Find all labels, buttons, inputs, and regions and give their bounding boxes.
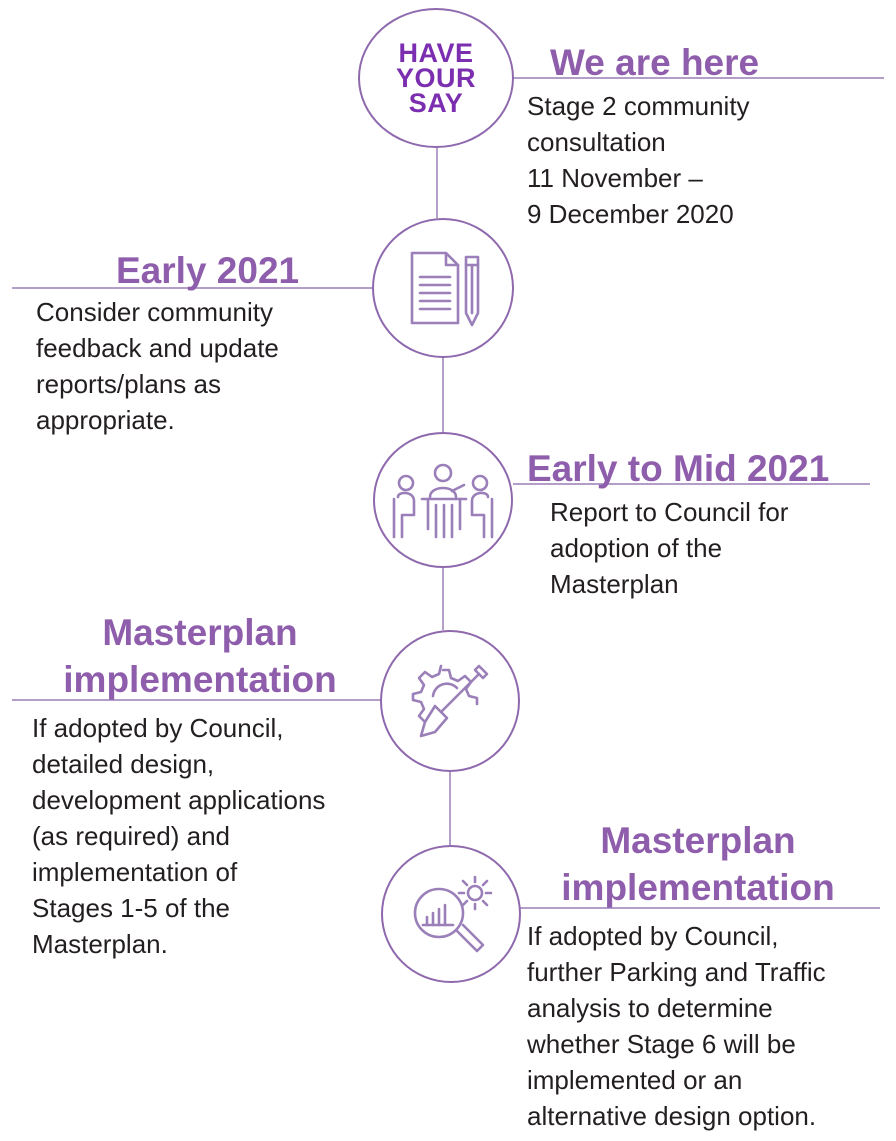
stage-3-line: Report to Council for xyxy=(550,497,789,527)
stage-5-description: If adopted by Council, further Parking a… xyxy=(527,918,826,1134)
analytics-magnifier-icon xyxy=(381,845,521,983)
meeting-table-icon xyxy=(373,432,513,568)
stage-1-description: Stage 2 community consultation 11 Novemb… xyxy=(527,88,750,232)
stage-3-heading: Early to Mid 2021 xyxy=(527,448,830,489)
stage-2-description: Consider community feedback and update r… xyxy=(36,294,279,438)
stage-5-heading-line: Masterplan xyxy=(600,820,796,861)
stage-4-heading-line: Masterplan xyxy=(102,612,298,653)
stage-4-line: implementation of xyxy=(32,857,238,887)
stage-2-line: Consider community xyxy=(36,297,273,327)
stage-5-line: whether Stage 6 will be xyxy=(527,1029,796,1059)
stage-5-line: alternative design option. xyxy=(527,1101,817,1131)
stage-4-line: detailed design, xyxy=(32,749,215,779)
badge-line-3: SAY xyxy=(408,87,464,118)
stage-5-heading-line: implementation xyxy=(561,867,835,908)
stage-3-line: Masterplan xyxy=(550,569,679,599)
stage-4-heading: Masterplan implementation xyxy=(0,612,400,700)
stage-5-line: If adopted by Council, xyxy=(527,921,779,951)
stage-5-heading: Masterplan implementation xyxy=(500,820,896,908)
stage-5-line: further Parking and Traffic xyxy=(527,957,826,987)
stage-3-line: adoption of the xyxy=(550,533,723,563)
stage-3-description: Report to Council for adoption of the Ma… xyxy=(550,494,788,602)
stage-4-description: If adopted by Council, detailed design, … xyxy=(32,710,325,962)
stage-1-line: consultation xyxy=(527,127,666,157)
have-your-say-badge: HAVE YOUR SAY xyxy=(358,8,514,148)
stage-4-line: Masterplan. xyxy=(32,929,168,959)
stage-2-heading: Early 2021 xyxy=(116,250,300,291)
stage-2-line: feedback and update xyxy=(36,333,279,363)
stage-4-line: If adopted by Council, xyxy=(32,713,284,743)
stage-5-line: analysis to determine xyxy=(527,993,773,1023)
stage-1-line: 9 December 2020 xyxy=(527,199,734,229)
stage-5-line: implemented or an xyxy=(527,1065,743,1095)
gear-shovel-icon xyxy=(380,630,520,772)
stage-4-line: (as required) and xyxy=(32,821,230,851)
badge-line-1: HAVE xyxy=(398,37,474,68)
stage-1-heading: We are here xyxy=(550,42,760,83)
stage-2-line: reports/plans as xyxy=(36,369,221,399)
stage-2-line: appropriate. xyxy=(36,405,175,435)
document-pencil-icon xyxy=(372,218,514,358)
stage-1-line: 11 November – xyxy=(527,163,703,193)
stage-1-line: Stage 2 community xyxy=(527,91,750,121)
badge-line-2: YOUR xyxy=(395,62,476,93)
stage-4-line: development applications xyxy=(32,785,326,815)
stage-4-heading-line: implementation xyxy=(63,659,337,700)
stage-4-line: Stages 1-5 of the xyxy=(32,893,231,923)
